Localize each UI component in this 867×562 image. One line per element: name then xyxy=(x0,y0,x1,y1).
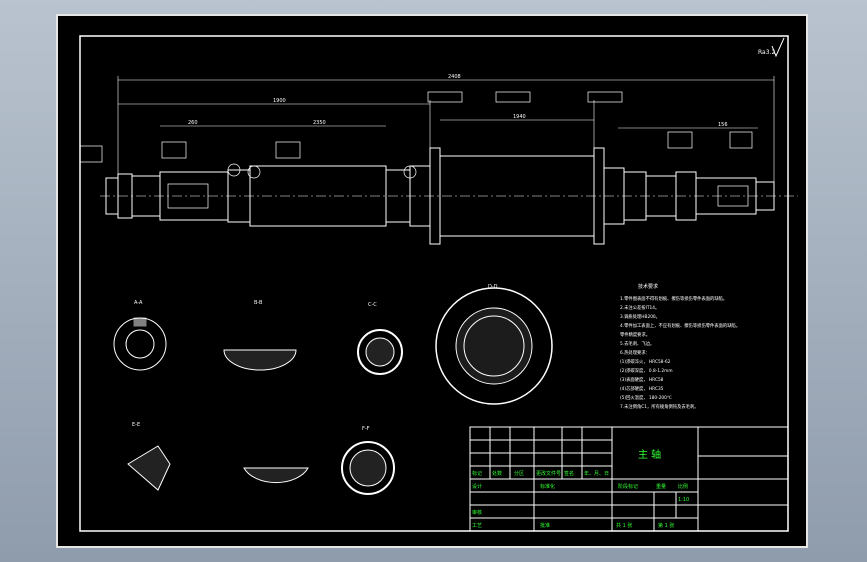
svg-text:年、月、日: 年、月、日 xyxy=(584,470,609,477)
title-block xyxy=(469,426,789,532)
roughness-mark: Ra3.2 xyxy=(758,37,785,58)
tech-requirements: 技术要求 1.零件图表面不得有划痕、擦伤等损伤零件表面的缺陷。 2.未注公差按I… xyxy=(620,283,740,410)
svg-text:2408: 2408 xyxy=(448,74,461,80)
svg-text:阶段标记: 阶段标记 xyxy=(618,483,638,490)
svg-text:1:10: 1:10 xyxy=(678,497,689,503)
dimension-text: 2408 1900 2350 1940 260 156 xyxy=(188,74,728,128)
drawing-sheet: Ra3.2 xyxy=(56,14,808,548)
inner-frame xyxy=(79,35,789,532)
svg-text:1940: 1940 xyxy=(513,114,526,120)
engineering-drawing: Ra3.2 xyxy=(79,35,798,532)
svg-text:(5)回火温度， 180-200℃: (5)回火温度， 180-200℃ xyxy=(620,394,672,401)
svg-text:(3)表面硬度， HRC58: (3)表面硬度， HRC58 xyxy=(620,376,664,383)
svg-text:2.未注公差按IT14。: 2.未注公差按IT14。 xyxy=(620,304,659,311)
svg-text:260: 260 xyxy=(188,120,198,126)
part-name: 主 轴 xyxy=(638,448,661,461)
svg-text:第 1 张: 第 1 张 xyxy=(658,522,674,529)
svg-text:更改文件号: 更改文件号 xyxy=(536,470,561,477)
svg-text:共 1 张: 共 1 张 xyxy=(616,522,632,529)
svg-text:处数: 处数 xyxy=(492,470,502,477)
svg-text:(4)芯部硬度， HRC35: (4)芯部硬度， HRC35 xyxy=(620,385,664,392)
svg-text:零件精度要求。: 零件精度要求。 xyxy=(620,331,650,338)
dimension-lines xyxy=(117,76,775,182)
svg-text:A-A: A-A xyxy=(134,300,143,306)
svg-text:Ra3.2: Ra3.2 xyxy=(758,49,775,56)
svg-text:F-F: F-F xyxy=(362,426,370,432)
svg-text:156: 156 xyxy=(718,122,728,128)
svg-text:工艺: 工艺 xyxy=(472,523,482,529)
svg-text:7.未注倒角C1，所有棱角倒钝及去毛刺。: 7.未注倒角C1，所有棱角倒钝及去毛刺。 xyxy=(620,403,699,410)
svg-text:3.调质处理HB200。: 3.调质处理HB200。 xyxy=(620,313,660,320)
svg-text:重量: 重量 xyxy=(656,483,666,490)
svg-text:(2)渗碳深度， 0.8-1.2mm: (2)渗碳深度， 0.8-1.2mm xyxy=(620,367,673,374)
svg-text:5.去毛刺、飞边。: 5.去毛刺、飞边。 xyxy=(620,340,654,347)
svg-text:标记: 标记 xyxy=(472,470,482,477)
svg-text:技术要求: 技术要求 xyxy=(638,283,658,290)
svg-text:D-D: D-D xyxy=(488,284,498,290)
svg-text:签名: 签名 xyxy=(564,470,574,477)
svg-text:1900: 1900 xyxy=(273,98,286,104)
svg-text:分区: 分区 xyxy=(514,470,524,477)
svg-text:B-B: B-B xyxy=(254,300,263,306)
svg-text:1.零件图表面不得有划痕、擦伤等损伤零件表面的缺陷。: 1.零件图表面不得有划痕、擦伤等损伤零件表面的缺陷。 xyxy=(620,295,727,302)
tolerance-frames xyxy=(79,91,753,163)
shaft-main-view xyxy=(100,147,798,245)
svg-text:4.零件加工表面上，不应有划痕、擦伤等损伤零件表面的缺陷。: 4.零件加工表面上，不应有划痕、擦伤等损伤零件表面的缺陷。 xyxy=(620,322,740,329)
svg-text:标准化: 标准化 xyxy=(540,483,555,490)
svg-text:6.热处理要求：: 6.热处理要求： xyxy=(620,349,650,356)
svg-text:比例: 比例 xyxy=(678,483,688,490)
svg-text:设计: 设计 xyxy=(472,483,482,490)
section-views xyxy=(113,287,553,495)
svg-text:E-E: E-E xyxy=(132,422,140,428)
svg-text:(1)渗碳淬火， HRC58-62: (1)渗碳淬火， HRC58-62 xyxy=(620,358,671,365)
title-block-text: 主 轴 标记 处数 分区 更改文件号 签名 年、月、日 设计 标准化 审核 工艺… xyxy=(472,448,689,529)
section-labels: A-A B-B C-C D-D E-E F-F xyxy=(132,284,498,432)
svg-text:审核: 审核 xyxy=(472,509,482,516)
svg-text:批准: 批准 xyxy=(540,522,550,529)
svg-text:C-C: C-C xyxy=(368,302,377,308)
svg-text:2350: 2350 xyxy=(313,120,326,126)
